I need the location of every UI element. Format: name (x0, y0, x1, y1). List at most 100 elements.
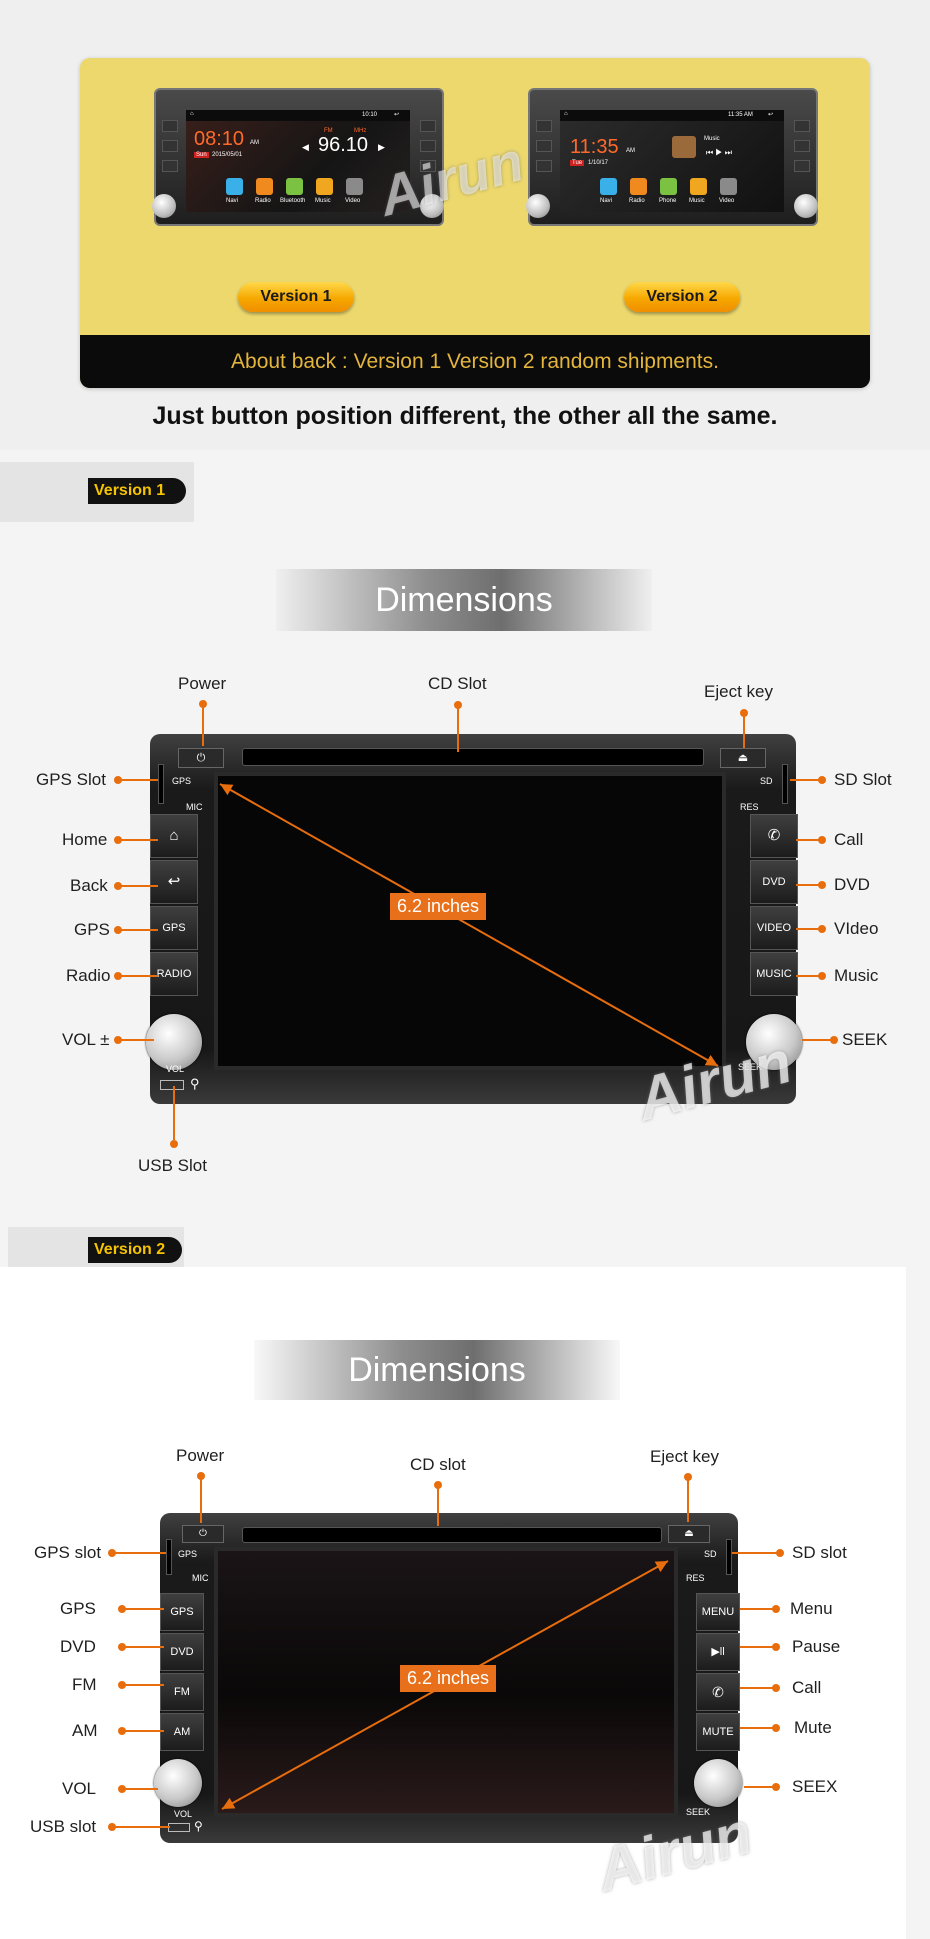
cd-slot-callout-dot (434, 1481, 442, 1489)
vol-label: VOL (174, 1809, 193, 1819)
cd-slot (242, 1527, 662, 1543)
call-button[interactable]: ✆ (696, 1673, 740, 1711)
home-callout-line (120, 839, 158, 841)
gps-button[interactable]: GPS (150, 906, 198, 950)
call-button[interactable]: ✆ (750, 814, 798, 858)
home-button[interactable]: ⌂ (150, 814, 198, 858)
seek-callout: SEEK (842, 1030, 888, 1049)
top-banner: ⌂ 10:10 ↩ 08:10 AM Sun 2015/05/01 FM MHz… (0, 0, 930, 450)
power-button[interactable]: ⏻ (182, 1525, 224, 1543)
power-button[interactable]: ⏻ (178, 748, 224, 768)
v1-day: Sun (194, 152, 209, 158)
dvd-callout: DVD (834, 875, 870, 894)
music-button[interactable]: MUSIC (750, 952, 798, 996)
vol-callout-line (120, 1039, 154, 1041)
v1-clock: 08:10 (194, 128, 245, 150)
mic-label: MIC (186, 802, 203, 812)
dvd-callout-dot (818, 881, 826, 889)
version-1-head-unit-image: ⌂ 10:10 ↩ 08:10 AM Sun 2015/05/01 FM MHz… (152, 88, 444, 226)
volume-knob[interactable] (154, 1759, 202, 1807)
gps-slot (166, 1539, 172, 1575)
back-button[interactable]: ↩ (150, 860, 198, 904)
call-callout-line (740, 1687, 774, 1689)
home-callout: Home (62, 830, 108, 849)
music-icon (690, 178, 707, 195)
version-1-button[interactable]: Version 1 (238, 282, 354, 312)
volume-knob[interactable] (146, 1014, 202, 1070)
fm-callout-dot (118, 1681, 126, 1689)
gps-callout-line (124, 1608, 164, 1610)
mute-button[interactable]: MUTE (696, 1713, 740, 1751)
eject-callout-dot (684, 1473, 692, 1481)
power-callout-dot (197, 1472, 205, 1480)
back-callout-line (120, 885, 158, 887)
version-2-tag: Version 2 (88, 1237, 182, 1263)
call-callout-dot (772, 1684, 780, 1692)
seek-callout-dot (772, 1783, 780, 1791)
menu-button[interactable]: MENU (696, 1593, 740, 1631)
usb-icon: ⚲ (194, 1819, 203, 1833)
mute-callout: Mute (794, 1718, 832, 1737)
menu-callout-line (740, 1608, 774, 1610)
gps-callout: GPS (74, 920, 110, 939)
call-callout: Call (834, 830, 864, 849)
eject-button[interactable]: ⏏ (668, 1525, 710, 1543)
fm-button[interactable]: FM (160, 1673, 204, 1711)
v1-mhz-label: MHz (354, 128, 367, 134)
eject-callout-line (687, 1480, 689, 1522)
res-label: RES (740, 802, 759, 812)
cd-slot-callout-line (437, 1488, 439, 1526)
v1-fm-label: FM (324, 128, 333, 134)
usb-icon: ⚲ (190, 1076, 200, 1091)
dvd-button[interactable]: DVD (160, 1633, 204, 1671)
vol-callout-dot (114, 1036, 122, 1044)
v2-status-time: 11:35 AM (728, 112, 753, 118)
bluetooth-icon (286, 178, 303, 195)
cd-slot-callout-dot (454, 701, 462, 709)
radio-button[interactable]: RADIO (150, 952, 198, 996)
version-2-diagonal-arrow (221, 1560, 669, 1810)
version-2-button[interactable]: Version 2 (624, 282, 740, 312)
mic-label: MIC (192, 1573, 209, 1583)
back-callout: Back (70, 876, 108, 895)
radio-callout-dot (114, 972, 122, 980)
sd-slot (782, 764, 788, 804)
usb-callout-dot (170, 1140, 178, 1148)
back-icon: ↩ (768, 112, 774, 118)
app-label: Radio (629, 198, 645, 204)
seek-callout-line (744, 1786, 774, 1788)
mute-callout-dot (772, 1724, 780, 1732)
eject-callout: Eject key (704, 682, 773, 701)
gps-callout-dot (114, 926, 122, 934)
power-callout-line (202, 706, 204, 746)
sd-slot-callout-dot (776, 1549, 784, 1557)
video-icon (346, 178, 363, 195)
fm-callout: FM (72, 1675, 97, 1694)
eject-button[interactable]: ⏏ (720, 748, 766, 768)
pause-button[interactable]: ▶ll (696, 1633, 740, 1671)
version-2-diagonal-label: 6.2 inches (400, 1665, 497, 1692)
seek-label: SEEK (738, 1062, 763, 1072)
sd-slot-callout: SD slot (792, 1543, 847, 1562)
seek-knob[interactable] (746, 1014, 802, 1070)
next-icon: ▶ (378, 142, 385, 152)
app-label: Video (719, 198, 735, 204)
seek-label: SEEK (686, 1807, 711, 1817)
am-button[interactable]: AM (160, 1713, 204, 1751)
cd-slot-callout: CD slot (410, 1455, 466, 1474)
usb-port[interactable] (160, 1080, 184, 1090)
gps-button[interactable]: GPS (160, 1593, 204, 1631)
sd-label: SD (704, 1549, 717, 1559)
music-callout: Music (834, 966, 879, 985)
v2-mini-vol-knob (526, 194, 550, 218)
call-callout-dot (818, 836, 826, 844)
v1-radio-freq: 96.10 (318, 134, 369, 156)
sd-slot-callout: SD Slot (834, 770, 892, 789)
video-button[interactable]: VIDEO (750, 906, 798, 950)
v1-mini-screen: ⌂ 10:10 ↩ 08:10 AM Sun 2015/05/01 FM MHz… (186, 110, 410, 212)
call-callout: Call (792, 1678, 822, 1697)
v2-mini-button (536, 120, 552, 132)
power-callout-dot (199, 700, 207, 708)
dvd-button[interactable]: DVD (750, 860, 798, 904)
seek-knob[interactable] (694, 1759, 742, 1807)
